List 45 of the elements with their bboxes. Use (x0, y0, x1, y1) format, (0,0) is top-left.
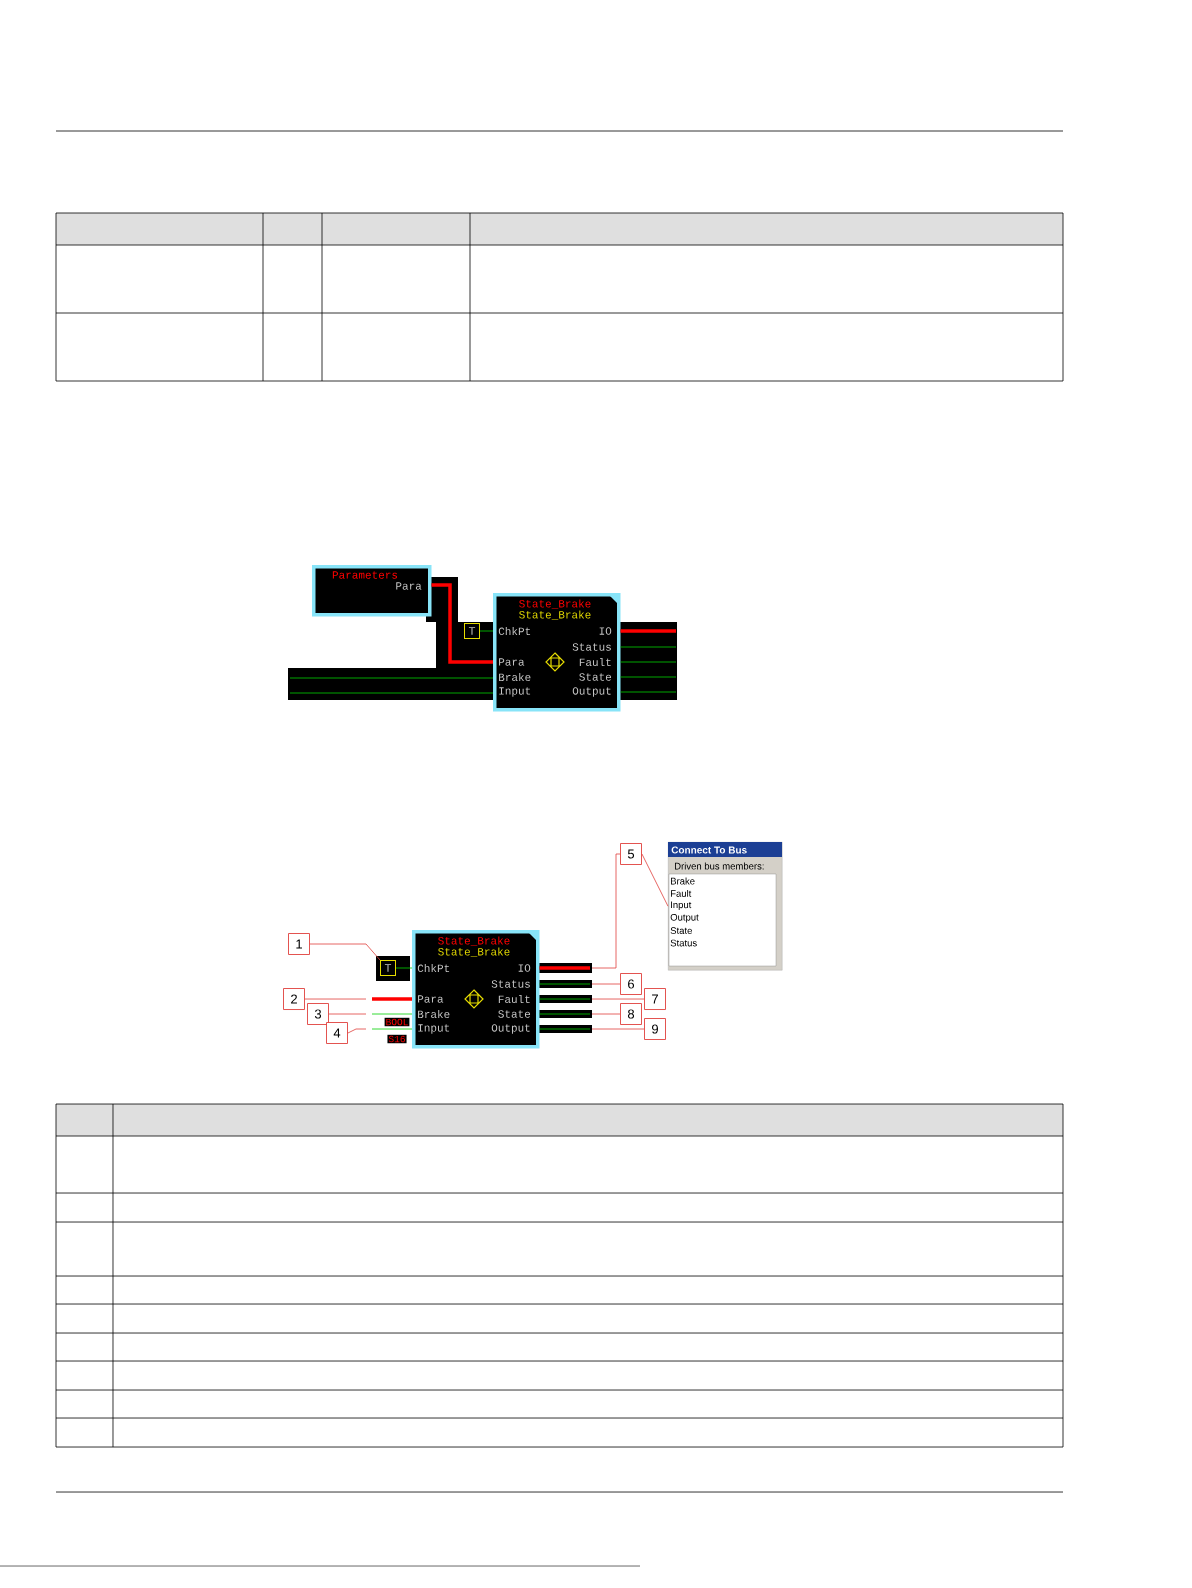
callout-number: 4 (326, 1022, 348, 1044)
leader-line (641, 853, 669, 907)
leader-line (591, 853, 621, 969)
terminal-box: T (380, 960, 396, 976)
leader-line (591, 1013, 621, 1015)
wire (620, 646, 677, 648)
data-type-tag: BOOL (384, 1017, 410, 1027)
wire (620, 691, 677, 693)
wire (431, 583, 493, 664)
wire (539, 966, 590, 970)
wire (539, 1028, 591, 1030)
terminal-box: T (464, 623, 480, 639)
parameter-block: Parameters Para (312, 565, 432, 617)
callout-number: 6 (620, 973, 642, 995)
wire (479, 630, 494, 632)
wire (620, 629, 676, 633)
leader-line (328, 1013, 367, 1015)
dialog-window: Connect To Bus Driven bus members: Brake Fault Input Output State Status (668, 842, 783, 971)
callout-number: 7 (644, 988, 666, 1010)
leader-line (309, 943, 381, 961)
function-block: State_Brake State_Brake ChkPt Para Brake Input IO Status Fault State Output (493, 593, 621, 712)
callout-number: 1 (288, 933, 310, 955)
data-type-tag: S16 (387, 1034, 407, 1044)
wire (539, 998, 591, 1000)
wire (289, 692, 494, 694)
leader-line (304, 998, 367, 1000)
wire (371, 1013, 413, 1015)
callout-number: 5 (620, 843, 642, 865)
wire (539, 983, 591, 985)
callout-number: 2 (283, 988, 305, 1010)
wire (395, 967, 413, 969)
wire (620, 661, 677, 663)
wire (372, 997, 412, 1001)
callout-number: 9 (644, 1018, 666, 1040)
callout-number: 3 (307, 1003, 329, 1025)
wire (620, 676, 677, 678)
leader-line (591, 998, 645, 1000)
leader-line (347, 1028, 367, 1034)
leader-line (591, 1028, 645, 1030)
callout-number: 8 (620, 1003, 642, 1025)
wire (539, 1013, 591, 1015)
wire (289, 677, 494, 679)
leader-line (591, 983, 621, 985)
wire (371, 1028, 413, 1030)
function-block: State_Brake State_Brake ChkPt Para Brake Input IO Status Fault State Output (412, 930, 540, 1049)
